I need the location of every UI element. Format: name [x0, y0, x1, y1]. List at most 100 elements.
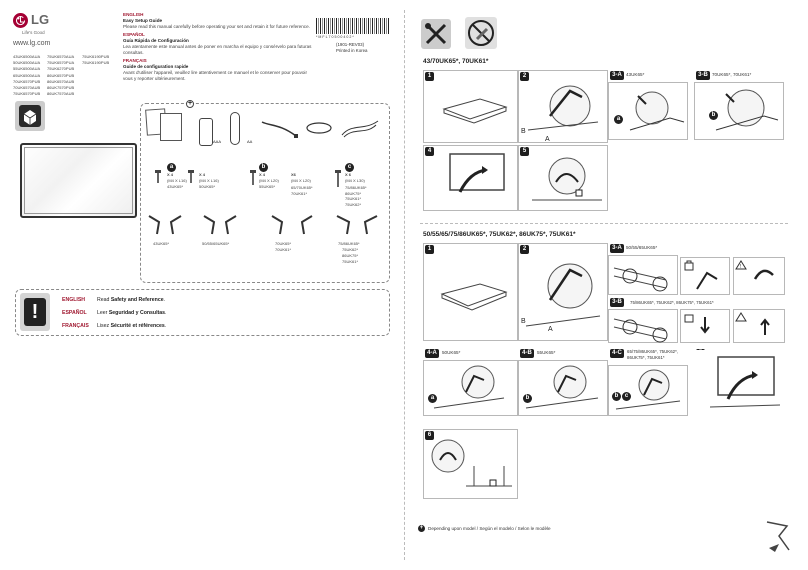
s2-step4c-illustration	[615, 369, 681, 410]
s2-marker-A: A	[548, 326, 553, 333]
page-turn-icon	[766, 521, 790, 552]
s2-step4b-badge: 4-B	[520, 349, 534, 358]
battery-label-aaa: AAA	[213, 139, 222, 144]
safety-box	[15, 289, 390, 336]
box-contents-icon	[19, 105, 41, 127]
s2-step2-stand-insert	[525, 263, 601, 327]
lg-face-icon	[16, 16, 26, 26]
screw-icon-b2	[250, 170, 256, 185]
tagline: Life's Good	[22, 30, 45, 35]
stand-75-label-2: 75UK62*	[342, 247, 359, 252]
cable-tie-icon	[306, 122, 332, 134]
s1-step3b-screw-illustration	[715, 89, 779, 131]
s2-step4a-badge: 4-A	[425, 349, 439, 358]
stand-43-icon	[148, 215, 182, 235]
screw-icon-c	[335, 170, 341, 187]
lang-es-text: Lea atentamente este manual antes de pon…	[123, 44, 312, 55]
barcode-rev: (1901-REV03)	[336, 42, 365, 47]
s2-step4a-label: 50UK65*	[442, 350, 461, 355]
screw-c-models: 75/86UK65* 86UK75* 75UK61* 75UK62*	[345, 185, 367, 207]
s1-step3a-screw-illustration	[629, 91, 685, 131]
lang-en-guide: Easy Setup Guide	[123, 18, 163, 23]
screw-a-models: 43UK65*	[167, 184, 184, 189]
s1-step2-stand-insert	[527, 85, 599, 131]
exclamation-icon: !	[24, 298, 46, 326]
s1-marker-B: B	[521, 128, 526, 135]
s1-step3a-screw-a: a	[614, 115, 623, 124]
s2-step3a-panel	[608, 255, 678, 295]
s2-step6-badge: 6	[425, 431, 434, 440]
stand-75-label-1: 75/86UK65*	[338, 241, 360, 246]
s2-step3a-illustration	[613, 267, 668, 292]
safety-text-fr: Lisez Sécurité et références.	[97, 323, 167, 329]
lang-fr-guide: Guide de configuration rapide	[123, 64, 189, 69]
language-blocks: ENGLISH Easy Setup Guide Please read thi…	[123, 12, 313, 82]
screw-icon-b	[188, 170, 194, 183]
s2-marker-B: B	[521, 318, 526, 325]
manual-sheet-2	[160, 113, 182, 141]
battery-label-aa: AA	[247, 139, 253, 144]
s1-step3a-label: 43UK65*	[626, 72, 645, 77]
s2-step5-lift-tv	[709, 356, 781, 408]
section2-title: 50/55/65/75/86UK65*, 75UK62*, 86UK75*, 7…	[423, 231, 576, 238]
stand-43-label: 43UK65*	[153, 241, 170, 246]
s1-step1-tv-flat	[442, 98, 508, 124]
screw-b3-models: 65/70UK65* 70UK61*	[291, 185, 313, 196]
barcode-printed: Printed in Korea	[336, 48, 368, 53]
svg-text:!: !	[740, 264, 742, 270]
s2-step6-cable-holder	[431, 439, 512, 487]
screw-b2-size: (M4 X L20)	[259, 178, 279, 183]
screw-b-badge: b	[259, 163, 268, 172]
fold-divider	[404, 10, 405, 560]
s2-step1-badge: 1	[425, 245, 434, 254]
s1-step5-badge: 5	[520, 147, 529, 156]
s2-step3b-lock-2	[733, 309, 785, 343]
safety-lang-fr: FRANÇAIS	[62, 323, 89, 329]
remote-icon	[199, 118, 213, 146]
s1-step2-badge: 2	[520, 72, 529, 81]
plus-icon: +	[186, 100, 194, 108]
accessories-dashed-box	[140, 103, 390, 283]
s1-step1-badge: 1	[425, 72, 434, 81]
s1-step3a-badge: 3-A	[610, 71, 624, 80]
s1-step3b-badge: 3-B	[696, 71, 710, 80]
screw-icon-a	[155, 170, 161, 183]
s1-step5-cable-holder	[532, 157, 602, 201]
s1-step4-lift-tv	[449, 153, 505, 193]
tv-inner-bezel	[24, 147, 133, 214]
tools-icon	[425, 23, 447, 45]
stand-75-label-3: 86UK75*	[342, 253, 359, 258]
barcode-code: * M F L 7 0 5 0 0 4 0 2 *	[316, 35, 354, 39]
no-knife-icon	[468, 20, 494, 46]
screw-c-badge: c	[345, 163, 354, 172]
stand-70-icon	[271, 215, 313, 235]
lang-es-guide: Guía Rápida de Configuración	[123, 38, 189, 43]
tv-illustration	[20, 143, 137, 218]
s1-step3b-label: 70UK65*, 70UK61*	[712, 72, 752, 77]
s2-step1-tv-flat	[440, 283, 508, 311]
screw-b-qty: X 4	[199, 172, 206, 177]
s1-step4-badge: 4	[425, 147, 434, 156]
s2-step3b-label: 75/86UK65*, 75UK62*, 86UK75*, 75UK61*	[630, 300, 714, 305]
s2-step4b-screw-b: b	[523, 394, 532, 403]
s2-step4a-illustration	[433, 365, 505, 409]
stand-70-label-1: 70UK65*	[275, 241, 292, 246]
s2-step4a-screw-a: a	[428, 394, 437, 403]
power-cable-icon	[261, 121, 298, 138]
safety-lang-en: ENGLISH	[62, 297, 86, 303]
lang-fr-text: Avant d'utiliser l'appareil, veuillez li…	[123, 70, 307, 81]
screw-c-size: (M4 X L30)	[345, 178, 365, 183]
safety-text-en: Read Safety and Reference.	[97, 297, 166, 303]
lang-es-name: ESPAÑOL	[123, 32, 145, 37]
stand-70-label-2: 70UK61*	[275, 247, 292, 252]
ir-cable-icon	[341, 120, 379, 138]
depending-model-icon: +	[418, 525, 425, 532]
magic-remote-icon	[230, 112, 240, 145]
s1-marker-A: A	[545, 136, 550, 143]
lang-en-text: Please read this manual carefully before…	[123, 24, 310, 29]
s2-step3a-warning-icon: !	[735, 260, 774, 280]
section-divider	[420, 223, 788, 224]
